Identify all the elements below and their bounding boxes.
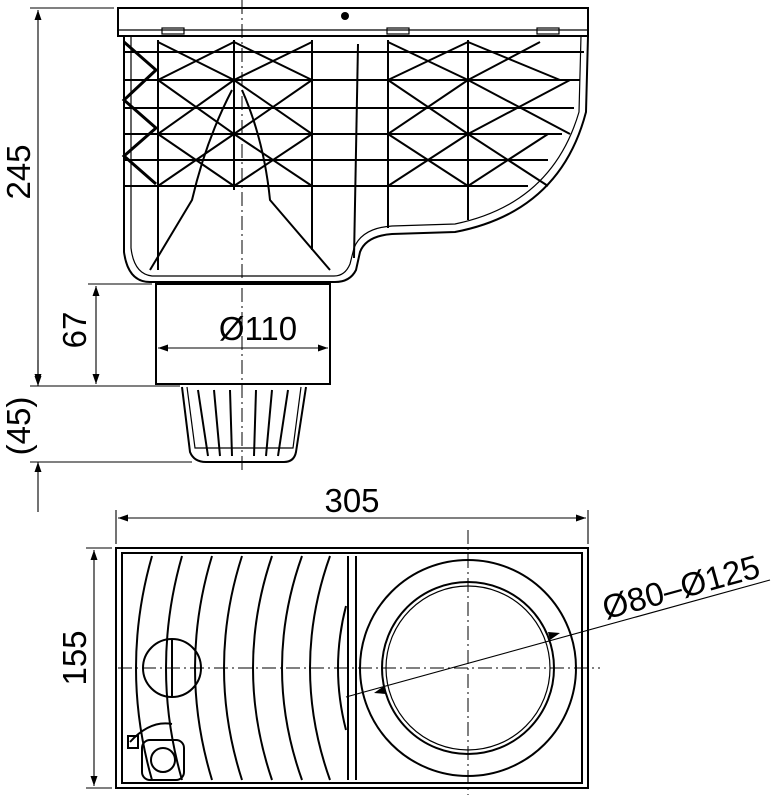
side-view: 245 67 (45) Ø110 — [0, 0, 589, 512]
dim-outlet-diameter: Ø110 — [219, 310, 297, 347]
outlet-pipe — [155, 283, 331, 385]
dim-inlet-diameter-range: Ø80–Ø125 — [598, 548, 763, 627]
strainer-basket — [181, 386, 307, 463]
dim-outlet-height: 67 — [56, 312, 93, 349]
dim-strainer-height: (45) — [0, 397, 37, 456]
lock-knob-icon — [127, 722, 185, 781]
dim-depth: 155 — [56, 630, 93, 685]
dim-width: 305 — [324, 482, 379, 519]
lid — [117, 7, 589, 37]
top-view: 305 155 Ø80–Ø125 — [56, 482, 771, 795]
dim-height-total: 245 — [0, 144, 37, 199]
lid-screw — [341, 12, 349, 20]
